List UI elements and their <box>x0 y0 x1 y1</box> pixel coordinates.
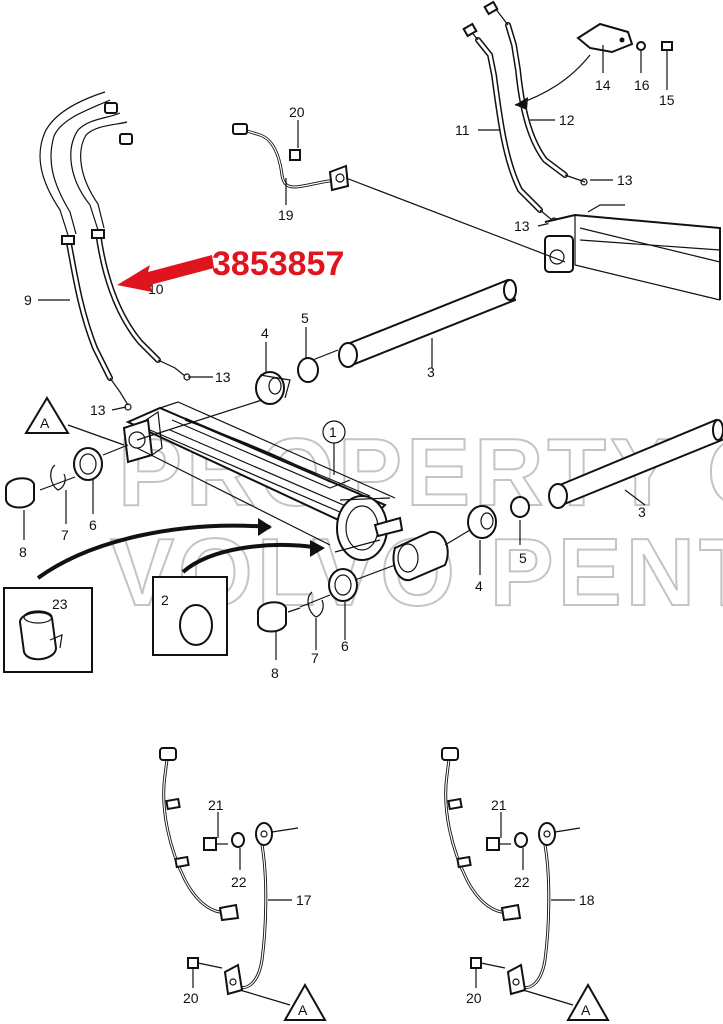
callout-13: 13 <box>514 218 530 234</box>
callout-labels: 1 2 3 3 4 4 5 5 6 6 7 7 8 8 9 10 11 12 1… <box>19 77 675 1006</box>
callout-17: 17 <box>296 892 312 908</box>
callout-12: 12 <box>559 112 575 128</box>
callout-13: 13 <box>215 369 231 385</box>
ref-letter: A <box>40 415 50 431</box>
callout-4: 4 <box>261 325 269 341</box>
ref-triangle-upper: A <box>24 396 331 546</box>
detail-box-2 <box>152 540 325 656</box>
callout-11: 11 <box>455 122 470 138</box>
callout-8: 8 <box>19 544 27 560</box>
callout-9: 9 <box>24 292 32 308</box>
callout-22: 22 <box>231 874 247 890</box>
callout-7: 7 <box>61 527 69 543</box>
callout-7: 7 <box>311 650 319 666</box>
callout-6: 6 <box>341 638 349 654</box>
harness-17: A <box>159 747 327 1021</box>
mount-bracket-top-right <box>544 204 721 301</box>
callout-6: 6 <box>89 517 97 533</box>
pin-lower <box>444 418 723 575</box>
callout-20: 20 <box>183 990 199 1006</box>
ref-letter-18: A <box>581 1002 591 1018</box>
callout-13: 13 <box>617 172 633 188</box>
hose-assembly-top-right <box>462 0 673 227</box>
callout-14: 14 <box>595 77 611 93</box>
highlight-arrow <box>117 255 214 292</box>
steering-cylinder <box>122 401 449 582</box>
callout-4: 4 <box>475 578 483 594</box>
callout-1: 1 <box>329 424 337 440</box>
highlighted-part-number: 3853857 <box>212 245 344 283</box>
callout-3: 3 <box>427 364 435 380</box>
callout-2: 2 <box>161 592 169 608</box>
callout-20: 20 <box>466 990 482 1006</box>
callout-13: 13 <box>90 402 106 418</box>
callout-5: 5 <box>519 550 527 566</box>
harness-18: A <box>441 747 610 1021</box>
callout-18: 18 <box>579 892 595 908</box>
detail-box-23 <box>3 518 272 673</box>
callout-20: 20 <box>289 104 305 120</box>
callout-3: 3 <box>638 504 646 520</box>
hardware-left <box>5 444 129 540</box>
callout-22: 22 <box>514 874 530 890</box>
callout-21: 21 <box>491 797 507 813</box>
hose-assembly-left <box>38 91 213 411</box>
pin-upper <box>136 278 517 441</box>
callout-5: 5 <box>301 310 309 326</box>
callout-8: 8 <box>271 665 279 681</box>
callout-10: 10 <box>148 281 164 297</box>
callout-16: 16 <box>634 77 650 93</box>
highlight-callout: 3853857 <box>117 245 344 292</box>
callout-23: 23 <box>52 596 68 612</box>
ground-wire-19 <box>232 120 566 263</box>
callout-19: 19 <box>278 207 294 223</box>
hardware-right <box>257 564 396 660</box>
callout-15: 15 <box>659 92 675 108</box>
callout-21: 21 <box>208 797 224 813</box>
ref-letter-17: A <box>298 1002 308 1018</box>
